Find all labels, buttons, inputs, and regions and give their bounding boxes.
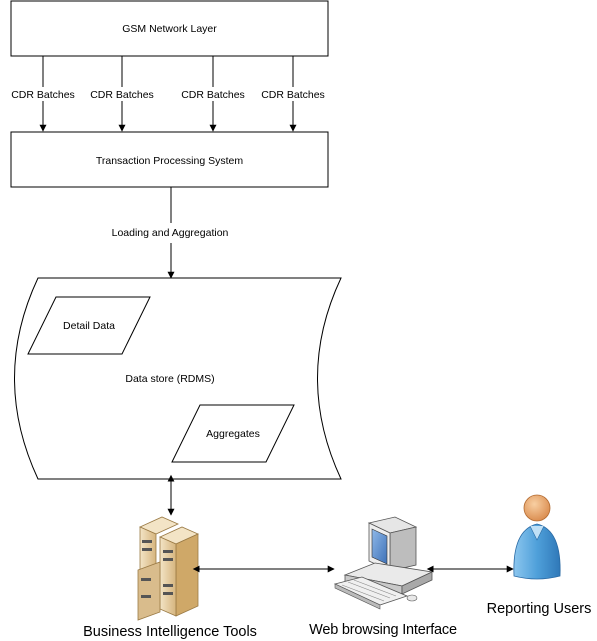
detail-data-shape	[27, 296, 151, 355]
transaction-processing-label: Transaction Processing System	[96, 155, 244, 167]
aggregates-shape	[171, 404, 295, 463]
aggregates-label: Aggregates	[206, 428, 260, 440]
server-rack-icon	[137, 516, 199, 621]
cdr-batch-arrows	[39, 56, 297, 132]
gsm-network-layer-label: GSM Network Layer	[122, 23, 217, 35]
web-interface-label: Web browsing Interface	[309, 622, 457, 638]
transaction-processing-box	[10, 131, 329, 188]
cdr-batches-label-2: CDR Batches	[90, 89, 154, 101]
detail-data-label: Detail Data	[63, 320, 115, 332]
desktop-computer-icon	[333, 516, 434, 610]
cdr-batches-label-3: CDR Batches	[181, 89, 245, 101]
loading-aggregation-label: Loading and Aggregation	[112, 227, 229, 239]
bi-tools-label: Business Intelligence Tools	[83, 624, 257, 640]
reporting-users-label: Reporting Users	[487, 601, 592, 617]
gsm-network-layer-box	[10, 0, 329, 57]
data-store-label: Data store (RDMS)	[125, 373, 214, 385]
user-person-icon	[513, 494, 561, 580]
cdr-batches-label-4: CDR Batches	[261, 89, 325, 101]
cdr-batches-label-1: CDR Batches	[11, 89, 75, 101]
